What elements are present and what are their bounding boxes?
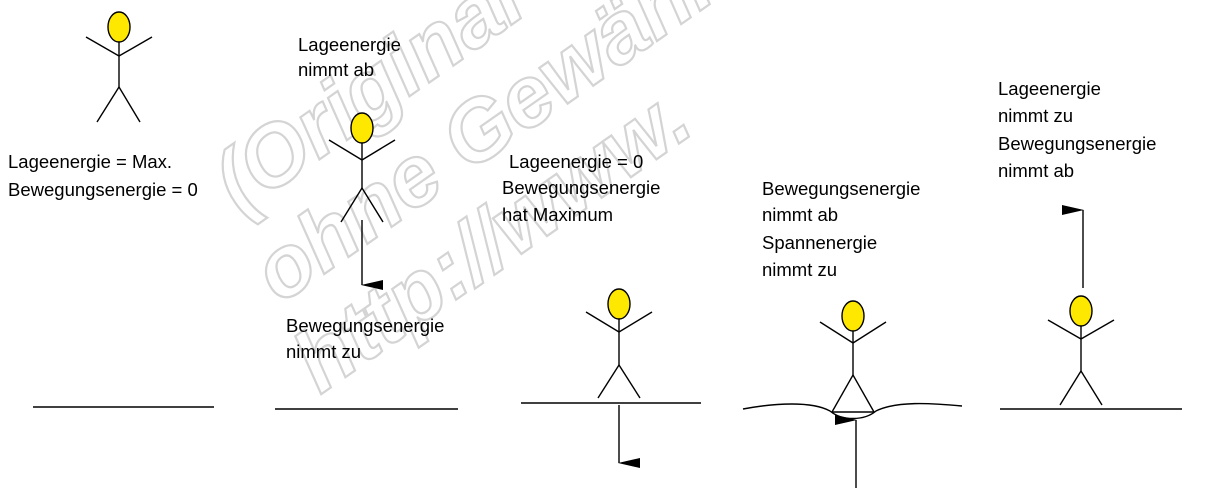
stick-figure-4 [819,300,887,413]
stage-4: Bewegungsenergie nimmt ab Spannenergie n… [742,178,963,488]
stage-2-top-label-line-2: nimmt ab [298,59,374,80]
watermark: (Original ohne Gewähr http://www. [195,0,742,412]
stage-2-bottom-label-line-2: nimmt zu [286,341,361,362]
stage-3-label-line-1: Lageenergie = 0 [509,151,643,172]
stage-5-label-line-2: nimmt zu [998,105,1073,126]
stick-figure-1 [85,11,153,123]
trampoline-stretched [742,402,963,420]
stage-1-label-line-2: Bewegungsenergie = 0 [8,179,198,200]
stage-5-label-line-4: nimmt ab [998,160,1074,181]
stick-figure-2 [328,112,396,223]
stage-1: Lageenergie = Max. Bewegungsenergie = 0 [8,11,214,408]
stage-5: Lageenergie nimmt zu Bewegungsenergie ni… [998,78,1182,410]
stick-figure-5 [1047,295,1115,406]
stage-4-label-line-3: Spannenergie [762,232,877,253]
stage-2-top-label-line-1: Lageenergie [298,34,401,55]
stick-figure-3 [585,288,653,399]
stage-2: Lageenergie nimmt ab Bewegungsenergie ni… [275,34,458,410]
stage-3: Lageenergie = 0 Bewegungsenergie hat Max… [502,151,701,468]
stage-1-label-line-1: Lageenergie = Max. [8,151,172,172]
stage-4-label-line-2: nimmt ab [762,204,838,225]
stage-4-label-line-1: Bewegungsenergie [762,178,920,199]
stage-2-bottom-label-line-1: Bewegungsenergie [286,315,444,336]
stage-3-label-line-3: hat Maximum [502,204,613,225]
stage-3-label-line-2: Bewegungsenergie [502,177,660,198]
stage-5-label-line-3: Bewegungsenergie [998,133,1156,154]
stage-5-label-line-1: Lageenergie [998,78,1101,99]
stage-4-label-line-4: nimmt zu [762,259,837,280]
